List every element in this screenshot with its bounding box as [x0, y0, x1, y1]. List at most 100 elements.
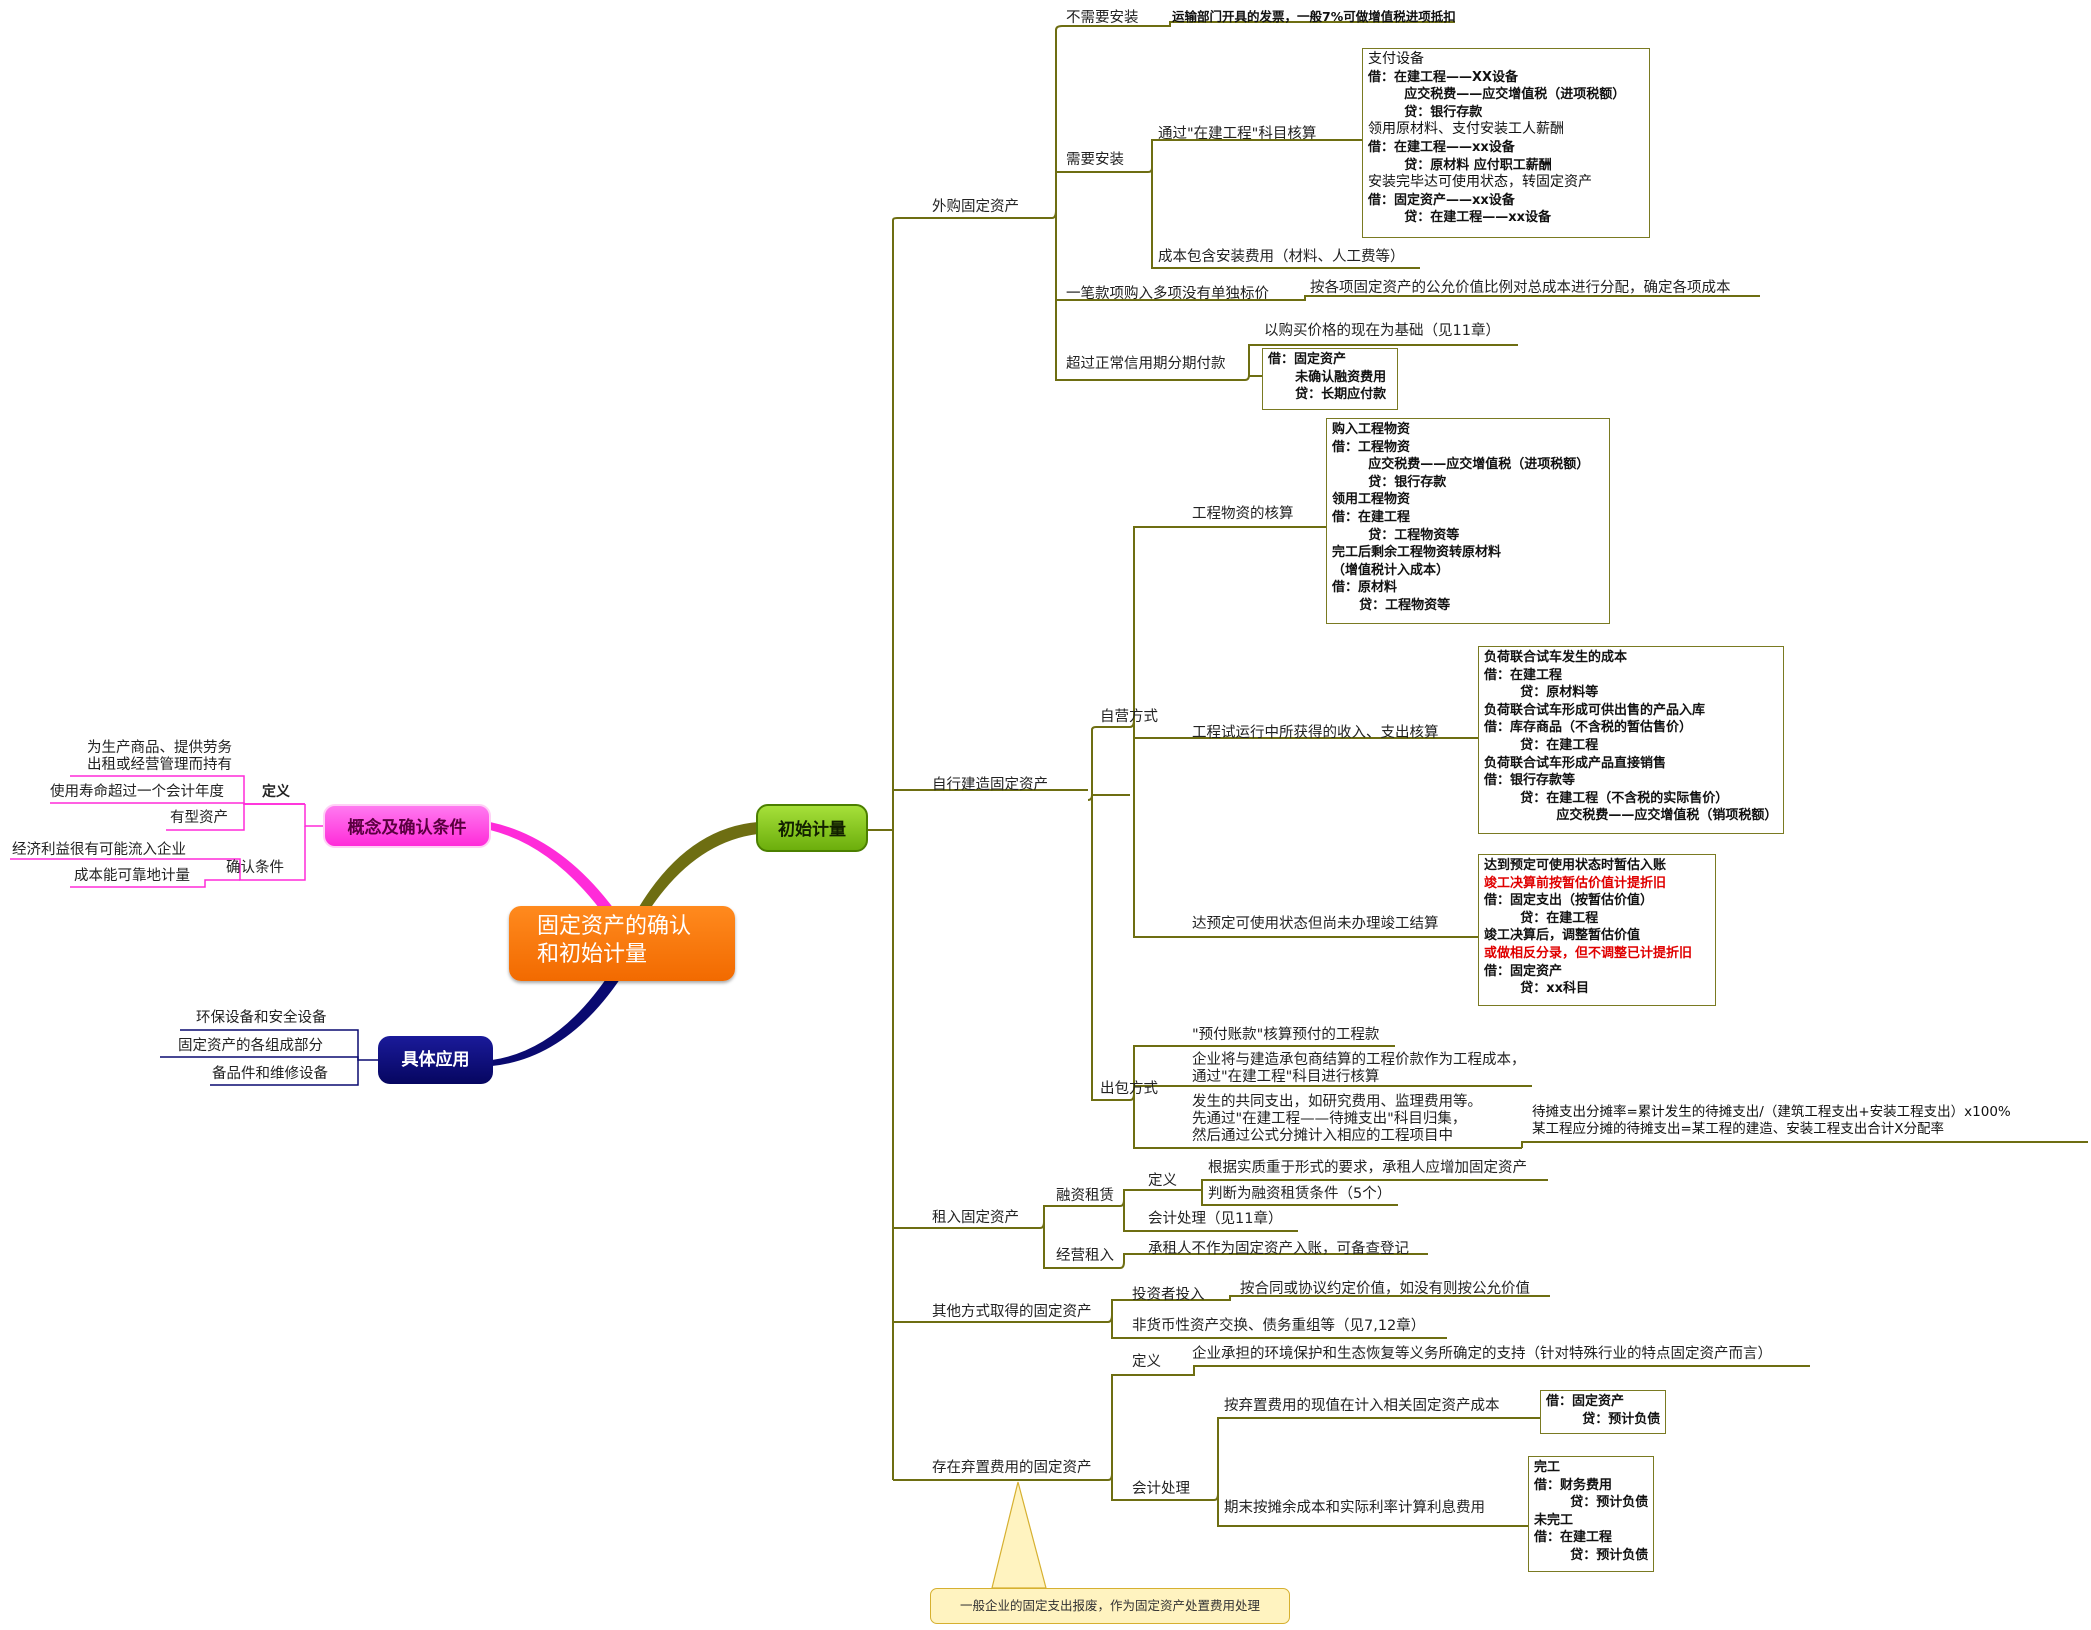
central-topic: 固定资产的确认 和初始计量: [509, 906, 735, 981]
investor-note: 按合同或协议约定价值，如没有则按公允价值: [1240, 1281, 1530, 1297]
journal-line: 未完工: [1534, 1512, 1574, 1528]
journal-line: 贷：原材料 应付职工薪酬: [1368, 157, 1552, 173]
install-node: 需要安装: [1066, 152, 1124, 168]
journal-line: 安装完毕达可使用状态，转固定资产: [1368, 174, 1592, 191]
journal-line: 完工后剩余工程物资转原材料: [1332, 545, 1502, 561]
journal-line: 借：固定资产: [1484, 963, 1563, 979]
initial-measurement-node: 初始计量: [756, 804, 868, 852]
finance-lease-definition: 定义: [1148, 1173, 1177, 1189]
definition-item-purpose: 为生产商品、提供劳务 出租或经营管理而持有: [87, 740, 232, 773]
recognition-item-benefit: 经济利益很有可能流入企业: [12, 842, 186, 858]
journal-line: 贷：长期应付款: [1268, 387, 1387, 403]
journal-line: 达到预定可使用状态时暂估入账: [1484, 858, 1667, 873]
self-operated-node: 自营方式: [1100, 709, 1158, 725]
outsourced-node: 出包方式: [1100, 1081, 1158, 1097]
journal-line: 贷：在建工程: [1484, 737, 1599, 753]
journal-line: 借：原材料: [1332, 580, 1398, 596]
application-item-components: 固定资产的各组成部分: [178, 1038, 323, 1054]
journal-line: 借：固定支出（按暂估价值）: [1484, 893, 1654, 909]
finance-lease-def-conditions: 判断为融资租赁条件（5个）: [1208, 1186, 1392, 1202]
disposal-present-value-node: 按弃置费用的现值在计入相关固定资产成本: [1224, 1398, 1500, 1414]
journal-line: 借：财务费用: [1534, 1477, 1613, 1493]
definition-item-life: 使用寿命超过一个会计年度: [50, 784, 224, 800]
materials-journal-box: 购入工程物资借：工程物资 应交税费——应交增值税（进项税额） 贷：银行存款领用工…: [1326, 418, 1610, 624]
journal-line: 贷：在建工程——xx设备: [1368, 210, 1551, 226]
journal-line: 借：在建工程: [1332, 509, 1411, 525]
ready-for-use-node: 达预定可使用状态但尚未办理竣工结算: [1192, 916, 1439, 932]
disposal-interest-journal-box: 完工借：财务费用 贷：预计负债未完工借：在建工程 贷：预计负债: [1528, 1456, 1654, 1572]
journal-line: 借：在建工程: [1484, 667, 1563, 683]
journal-line: 应交税费——应交增值税（进项税额）: [1368, 87, 1626, 103]
disposal-callout-note: 一般企业的固定支出报废，作为固定资产处置费用处理: [930, 1588, 1290, 1624]
journal-line: 应交税费——应交增值税（销项税额）: [1484, 808, 1778, 824]
operating-lease-node: 经营租入: [1056, 1248, 1114, 1264]
investor-node: 投资者投入: [1132, 1287, 1205, 1303]
journal-line: 完工: [1534, 1460, 1561, 1475]
journal-line: 竣工决算后，调整暂估价值: [1484, 928, 1641, 944]
journal-line: 借：在建工程: [1534, 1530, 1613, 1546]
ready-for-use-journal-box: 达到预定可使用状态时暂估入账竣工决算前按暂估价值计提折旧借：固定支出（按暂估价值…: [1478, 854, 1716, 1006]
journal-line: 贷：原材料等: [1484, 685, 1599, 701]
journal-line: （增值税计入成本）: [1332, 562, 1450, 578]
finance-lease-accounting: 会计处理（见11章）: [1148, 1211, 1283, 1227]
journal-line: 贷：在建工程（不含税的实际售价）: [1484, 790, 1729, 806]
journal-line: 贷：银行存款: [1332, 474, 1447, 490]
finance-lease-def-substance: 根据实质重于形式的要求，承租人应增加固定资产: [1208, 1160, 1527, 1176]
journal-line: 借：工程物资: [1332, 439, 1411, 455]
deferred-payment-node: 超过正常信用期分期付款: [1066, 356, 1226, 372]
no-install-node: 不需要安装: [1066, 10, 1139, 26]
journal-line: 借：库存商品（不含税的暂估售价）: [1484, 720, 1693, 736]
journal-line: 应交税费——应交增值税（进项税额）: [1332, 457, 1590, 473]
journal-line: 领用工程物资: [1332, 492, 1411, 508]
journal-line: 未确认融资费用: [1268, 369, 1387, 385]
application-branch-node: 具体应用: [378, 1036, 493, 1084]
journal-line: 竣工决算前按暂估价值计提折旧: [1484, 875, 1667, 891]
finance-lease-node: 融资租赁: [1056, 1188, 1114, 1204]
materials-node: 工程物资的核算: [1192, 506, 1294, 522]
journal-line: 领用原材料、支付安装工人薪酬: [1368, 121, 1564, 138]
trial-run-journal-box: 负荷联合试车发生的成本借：在建工程 贷：原材料等负荷联合试车形成可供出售的产品入…: [1478, 646, 1784, 834]
journal-line: 借：在建工程——xx设备: [1368, 139, 1515, 155]
install-cost-node: 成本包含安装费用（材料、人工费等）: [1158, 249, 1405, 265]
journal-line: 贷：银行存款: [1368, 104, 1483, 120]
disposal-definition-node: 定义: [1132, 1354, 1161, 1370]
application-item-environment: 环保设备和安全设备: [196, 1010, 327, 1026]
journal-line: 贷：工程物资等: [1332, 527, 1460, 543]
journal-line: 借：固定资产——xx设备: [1368, 192, 1515, 208]
application-item-spares: 备品件和维修设备: [212, 1066, 328, 1082]
outsourced-settlement: 企业将与建造承包商结算的工程价款作为工程成本， 通过"在建工程"科目进行核算: [1192, 1052, 1526, 1085]
journal-line: 购入工程物资: [1332, 422, 1411, 437]
journal-line: 贷：预计负债: [1546, 1411, 1661, 1427]
lump-sum-note: 按各项固定资产的公允价值比例对总成本进行分配，确定各项成本: [1310, 280, 1731, 296]
deferred-journal-box: 借：固定资产 未确认融资费用 贷：长期应付款: [1262, 348, 1398, 410]
journal-line: 支付设备: [1368, 51, 1424, 67]
lease-branch: 租入固定资产: [932, 1210, 1019, 1226]
cip-journal-box: 支付设备借：在建工程——XX设备 应交税费——应交增值税（进项税额） 贷：银行存…: [1362, 48, 1650, 238]
journal-line: 借：固定资产: [1268, 352, 1347, 367]
outsourced-prepayment: "预付账款"核算预付的工程款: [1192, 1027, 1380, 1043]
journal-line: 负荷联合试车发生的成本: [1484, 650, 1628, 665]
deferred-payment-note: 以购买价格的现在为基础（见11章）: [1264, 323, 1500, 339]
journal-line: 贷：工程物资等: [1332, 597, 1451, 613]
definition-item-tangible: 有型资产: [170, 810, 228, 826]
definition-label: 定义: [262, 784, 290, 800]
disposal-branch: 存在弃置费用的固定资产: [932, 1460, 1092, 1476]
disposal-interest-node: 期末按摊余成本和实际利率计算利息费用: [1224, 1500, 1485, 1516]
disposal-definition-text: 企业承担的环境保护和生态恢复等义务所确定的支持（针对特殊行业的特点固定资产而言）: [1192, 1346, 1772, 1362]
no-install-note: 运输部门开具的发票，一般7%可做增值税进项抵扣: [1172, 9, 1456, 24]
self-build-branch: 自行建造固定资产: [932, 777, 1048, 793]
journal-line: 贷：在建工程: [1484, 910, 1599, 926]
trial-run-node: 工程试运行中所获得的收入、支出核算: [1192, 725, 1439, 741]
journal-line: 借：银行存款等: [1484, 773, 1576, 789]
journal-line: 负荷联合试车形成产品直接销售: [1484, 755, 1667, 771]
recognition-label: 确认条件: [226, 860, 284, 876]
concept-branch-node: 概念及确认条件: [323, 804, 491, 848]
journal-line: 贷：预计负债: [1534, 1495, 1649, 1511]
nonmonetary-node: 非货币性资产交换、债务重组等（见7,12章）: [1132, 1318, 1426, 1334]
journal-line: 负荷联合试车形成可供出售的产品入库: [1484, 702, 1706, 718]
disposal-accounting-node: 会计处理: [1132, 1481, 1190, 1497]
journal-line: 借：在建工程——XX设备: [1368, 69, 1519, 85]
via-cip-node: 通过"在建工程"科目核算: [1158, 126, 1317, 142]
purchase-branch: 外购固定资产: [932, 199, 1019, 215]
